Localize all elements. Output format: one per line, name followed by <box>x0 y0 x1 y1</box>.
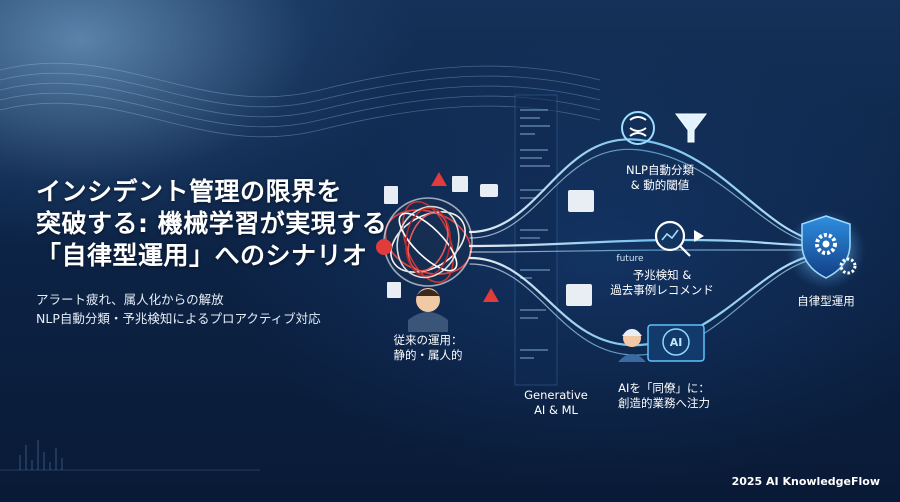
future-tag: future <box>616 254 644 264</box>
goal-label: 自律型運用 <box>797 294 855 308</box>
funnel-icon <box>675 113 707 143</box>
brain-icon <box>621 111 655 145</box>
predict-label-line-1: 予兆検知 & <box>632 268 692 282</box>
tangled-alerts-icon <box>383 197 473 287</box>
title-line-3: 「自律型運用」へのシナリオ <box>36 241 368 270</box>
alert-document-icons <box>376 172 499 302</box>
code-column-icon <box>514 94 558 386</box>
coworker-label: AIを「同僚」に： 創造的業務へ注力 <box>604 381 724 411</box>
copyright: 2025 AI KnowledgeFlow <box>731 475 880 488</box>
title-line-2: 突破する: 機械学習が実現する <box>36 209 388 238</box>
wave-lines <box>0 62 601 138</box>
title-line-1: インシデント管理の限界を <box>36 177 343 206</box>
page-subtitle: アラート疲れ、属人化からの解放 NLP自動分類・予兆検知によるプロアクティブ対応 <box>36 290 366 328</box>
predict-label: 予兆検知 & 過去事例レコメンド <box>600 268 724 298</box>
shield-gear-icon <box>801 215 857 279</box>
frustrated-operator-icon <box>408 288 448 332</box>
coworker-label-line-2: 創造的業務へ注力 <box>618 396 710 410</box>
nlp-label: NLP自動分類 & 動的閾値 <box>610 163 710 193</box>
legacy-ops-label: 従来の運用： 静的・属人的 <box>388 333 468 363</box>
chat-bubble-icons <box>566 190 594 306</box>
arrow-right-icon <box>694 230 704 242</box>
page-title: インシデント管理の限界を 突破する: 機械学習が実現する 「自律型運用」へのシナ… <box>36 176 388 272</box>
subtitle-line-2: NLP自動分類・予兆検知によるプロアクティブ対応 <box>36 311 321 326</box>
legacy-ops-label-line-1: 従来の運用： <box>393 333 463 347</box>
nlp-label-line-1: NLP自動分類 <box>626 163 694 177</box>
subtitle-line-1: アラート疲れ、属人化からの解放 <box>36 292 224 307</box>
magnifier-chart-icon <box>654 220 691 257</box>
engine-label-line-2: AI & ML <box>534 403 578 417</box>
coworker-label-line-1: AIを「同僚」に： <box>618 381 710 395</box>
waveform-decoration <box>0 440 260 471</box>
engine-label-line-1: Generative <box>524 388 588 402</box>
predict-label-line-2: 過去事例レコメンド <box>610 283 714 297</box>
legacy-ops-label-line-2: 静的・属人的 <box>393 348 463 362</box>
ai-badge: AI <box>669 336 683 349</box>
nlp-label-line-2: & 動的閾値 <box>630 178 690 192</box>
engine-label: Generative AI & ML <box>516 388 596 418</box>
ai-coworker-icon <box>618 324 705 362</box>
